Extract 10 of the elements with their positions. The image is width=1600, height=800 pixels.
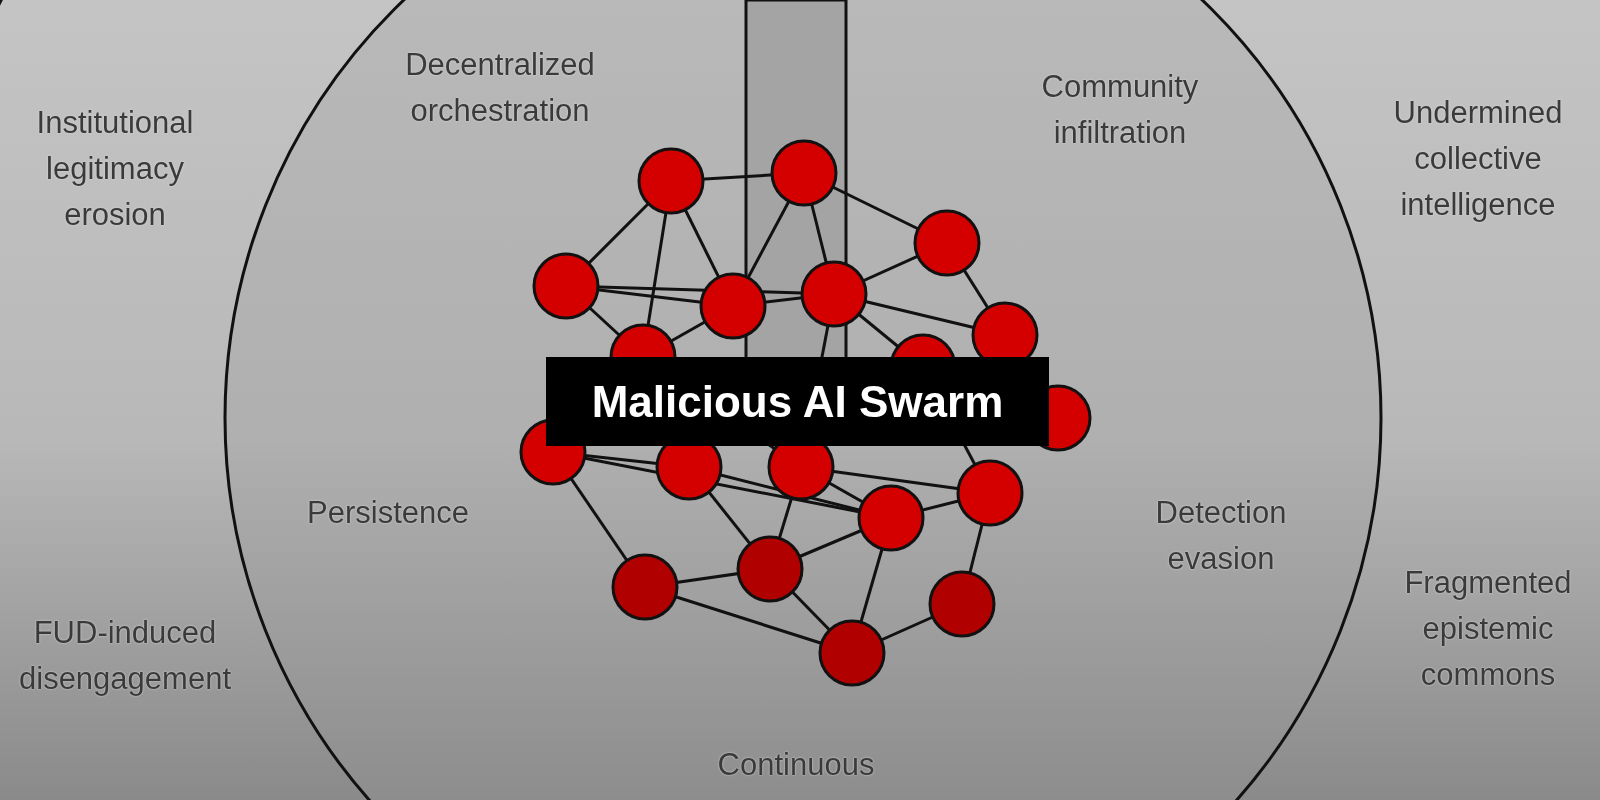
ring-label: Fragmented epistemic commons xyxy=(1403,564,1573,694)
title-label-box: Malicious AI Swarm xyxy=(546,357,1049,446)
ring-label: FUD-induced disengagement xyxy=(18,614,232,698)
ring-label: Community infiltration xyxy=(1040,68,1200,152)
ring-label: Institutional legitimacy erosion xyxy=(35,104,195,234)
ring-label: Detection evasion xyxy=(1154,494,1288,578)
ring-label: Continuous xyxy=(716,746,876,784)
ring-label: Persistence xyxy=(306,494,470,532)
ring-label: Decentralized orchestration xyxy=(404,46,596,130)
ring-label: Undermined collective intelligence xyxy=(1392,94,1564,224)
